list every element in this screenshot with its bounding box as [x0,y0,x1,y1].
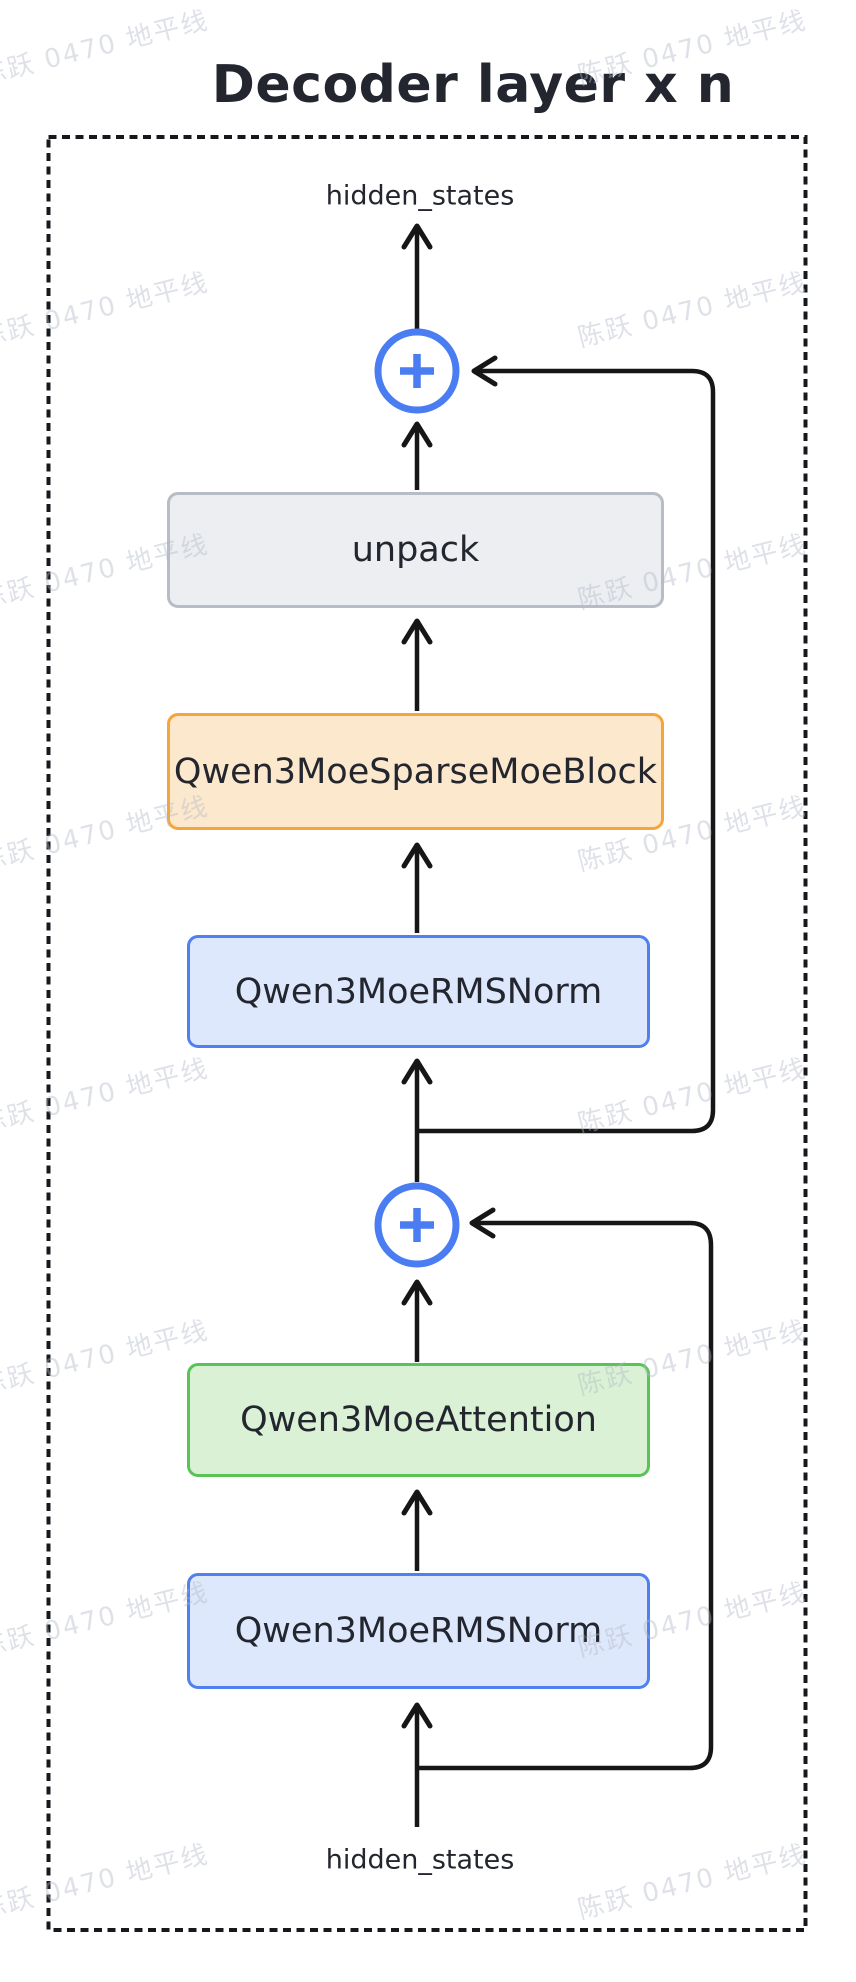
decoder-layer-boundary [46,135,808,1932]
add-node-bottom [374,1182,460,1268]
block-unpack: unpack [167,492,664,608]
input-hidden-states-label: hidden_states [325,1844,515,1876]
plus-icon [400,354,434,388]
plus-icon [400,1208,434,1242]
add-node-top [374,328,460,414]
residual-path-mlp [417,355,716,1134]
block-post-attention-layernorm: Qwen3MoeRMSNorm [187,935,650,1048]
block-sparse-moe: Qwen3MoeSparseMoeBlock [167,713,664,830]
residual-paths [417,355,716,1771]
diagram-title: Decoder layer x n [211,55,735,115]
output-hidden-states-label: hidden_states [325,180,515,212]
block-attention: Qwen3MoeAttention [187,1363,650,1477]
block-input-layernorm: Qwen3MoeRMSNorm [187,1573,650,1689]
residual-path-attention [417,1207,714,1771]
